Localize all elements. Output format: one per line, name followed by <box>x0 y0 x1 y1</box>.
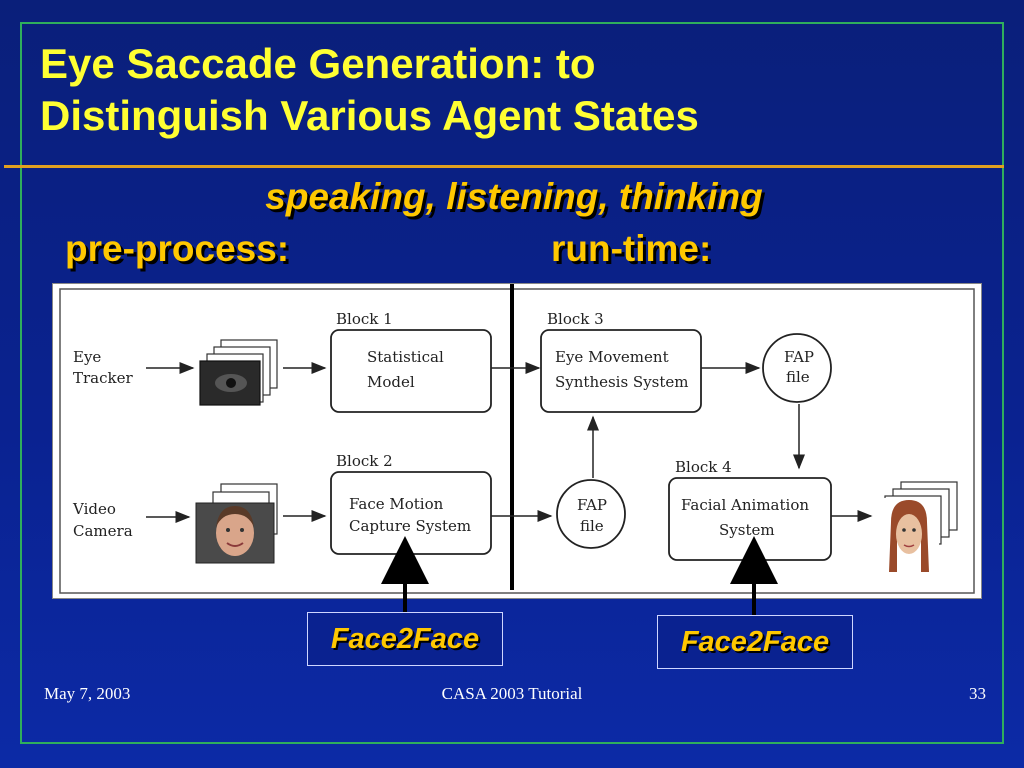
slide-frame <box>20 22 1004 744</box>
block1-header: Block 1 <box>336 310 393 328</box>
footer-date: May 7, 2003 <box>44 684 131 703</box>
fap-bottom-line2: file <box>580 517 604 535</box>
block3-box <box>540 329 702 413</box>
block4-box <box>668 477 832 561</box>
fap-top-line1: FAP <box>784 348 814 366</box>
pre-process-label: pre-process: <box>65 228 290 269</box>
block3-line1: Eye Movement <box>555 348 669 366</box>
run-time-label: run-time: <box>551 228 712 269</box>
block4-line2: System <box>719 521 775 539</box>
agent-states-subtitle: speaking, listening, thinking <box>265 176 763 217</box>
block2-box <box>330 471 492 555</box>
block2-header: Block 2 <box>336 452 393 470</box>
face2face-label-left: Face2Face <box>307 612 503 666</box>
diagram-inner-border <box>59 288 975 594</box>
system-diagram: Eye Tracker Video Camera <box>52 283 982 599</box>
block1-box <box>330 329 492 413</box>
footer-page-number: 33 <box>969 684 986 703</box>
footer-title: CASA 2003 Tutorial <box>441 684 583 703</box>
title-line-2: Distinguish Various Agent States <box>40 92 699 139</box>
block2-line2: Capture System <box>349 517 471 535</box>
title-divider <box>4 165 1004 168</box>
diagram-canvas: Eye Tracker Video Camera <box>59 284 975 594</box>
eye-tracker-label-2: Tracker <box>73 369 133 387</box>
slide-title: Eye Saccade Generation: to Distinguish V… <box>40 38 980 142</box>
fap-file-bottom <box>556 479 626 549</box>
title-line-1: Eye Saccade Generation: to <box>40 40 596 87</box>
fap-bottom-line1: FAP <box>577 496 607 514</box>
block1-line1: Statistical <box>367 348 444 366</box>
block3-header: Block 3 <box>547 310 604 328</box>
block4-line1: Facial Animation <box>681 496 809 514</box>
fap-top-line2: file <box>786 368 810 386</box>
face-image-stack <box>195 483 278 564</box>
block1-line2: Model <box>367 373 415 391</box>
block2-line1: Face Motion <box>349 495 444 513</box>
video-camera-label-2: Camera <box>73 522 133 540</box>
eye-image-stack <box>199 339 278 406</box>
face2face-label-right: Face2Face <box>657 615 853 669</box>
eye-tracker-label-1: Eye <box>73 348 101 366</box>
block3-line2: Synthesis System <box>555 373 689 391</box>
fap-file-top <box>762 333 832 403</box>
avatar-output-stack <box>879 481 958 578</box>
block4-header: Block 4 <box>675 458 732 476</box>
video-camera-label-1: Video <box>72 500 116 518</box>
